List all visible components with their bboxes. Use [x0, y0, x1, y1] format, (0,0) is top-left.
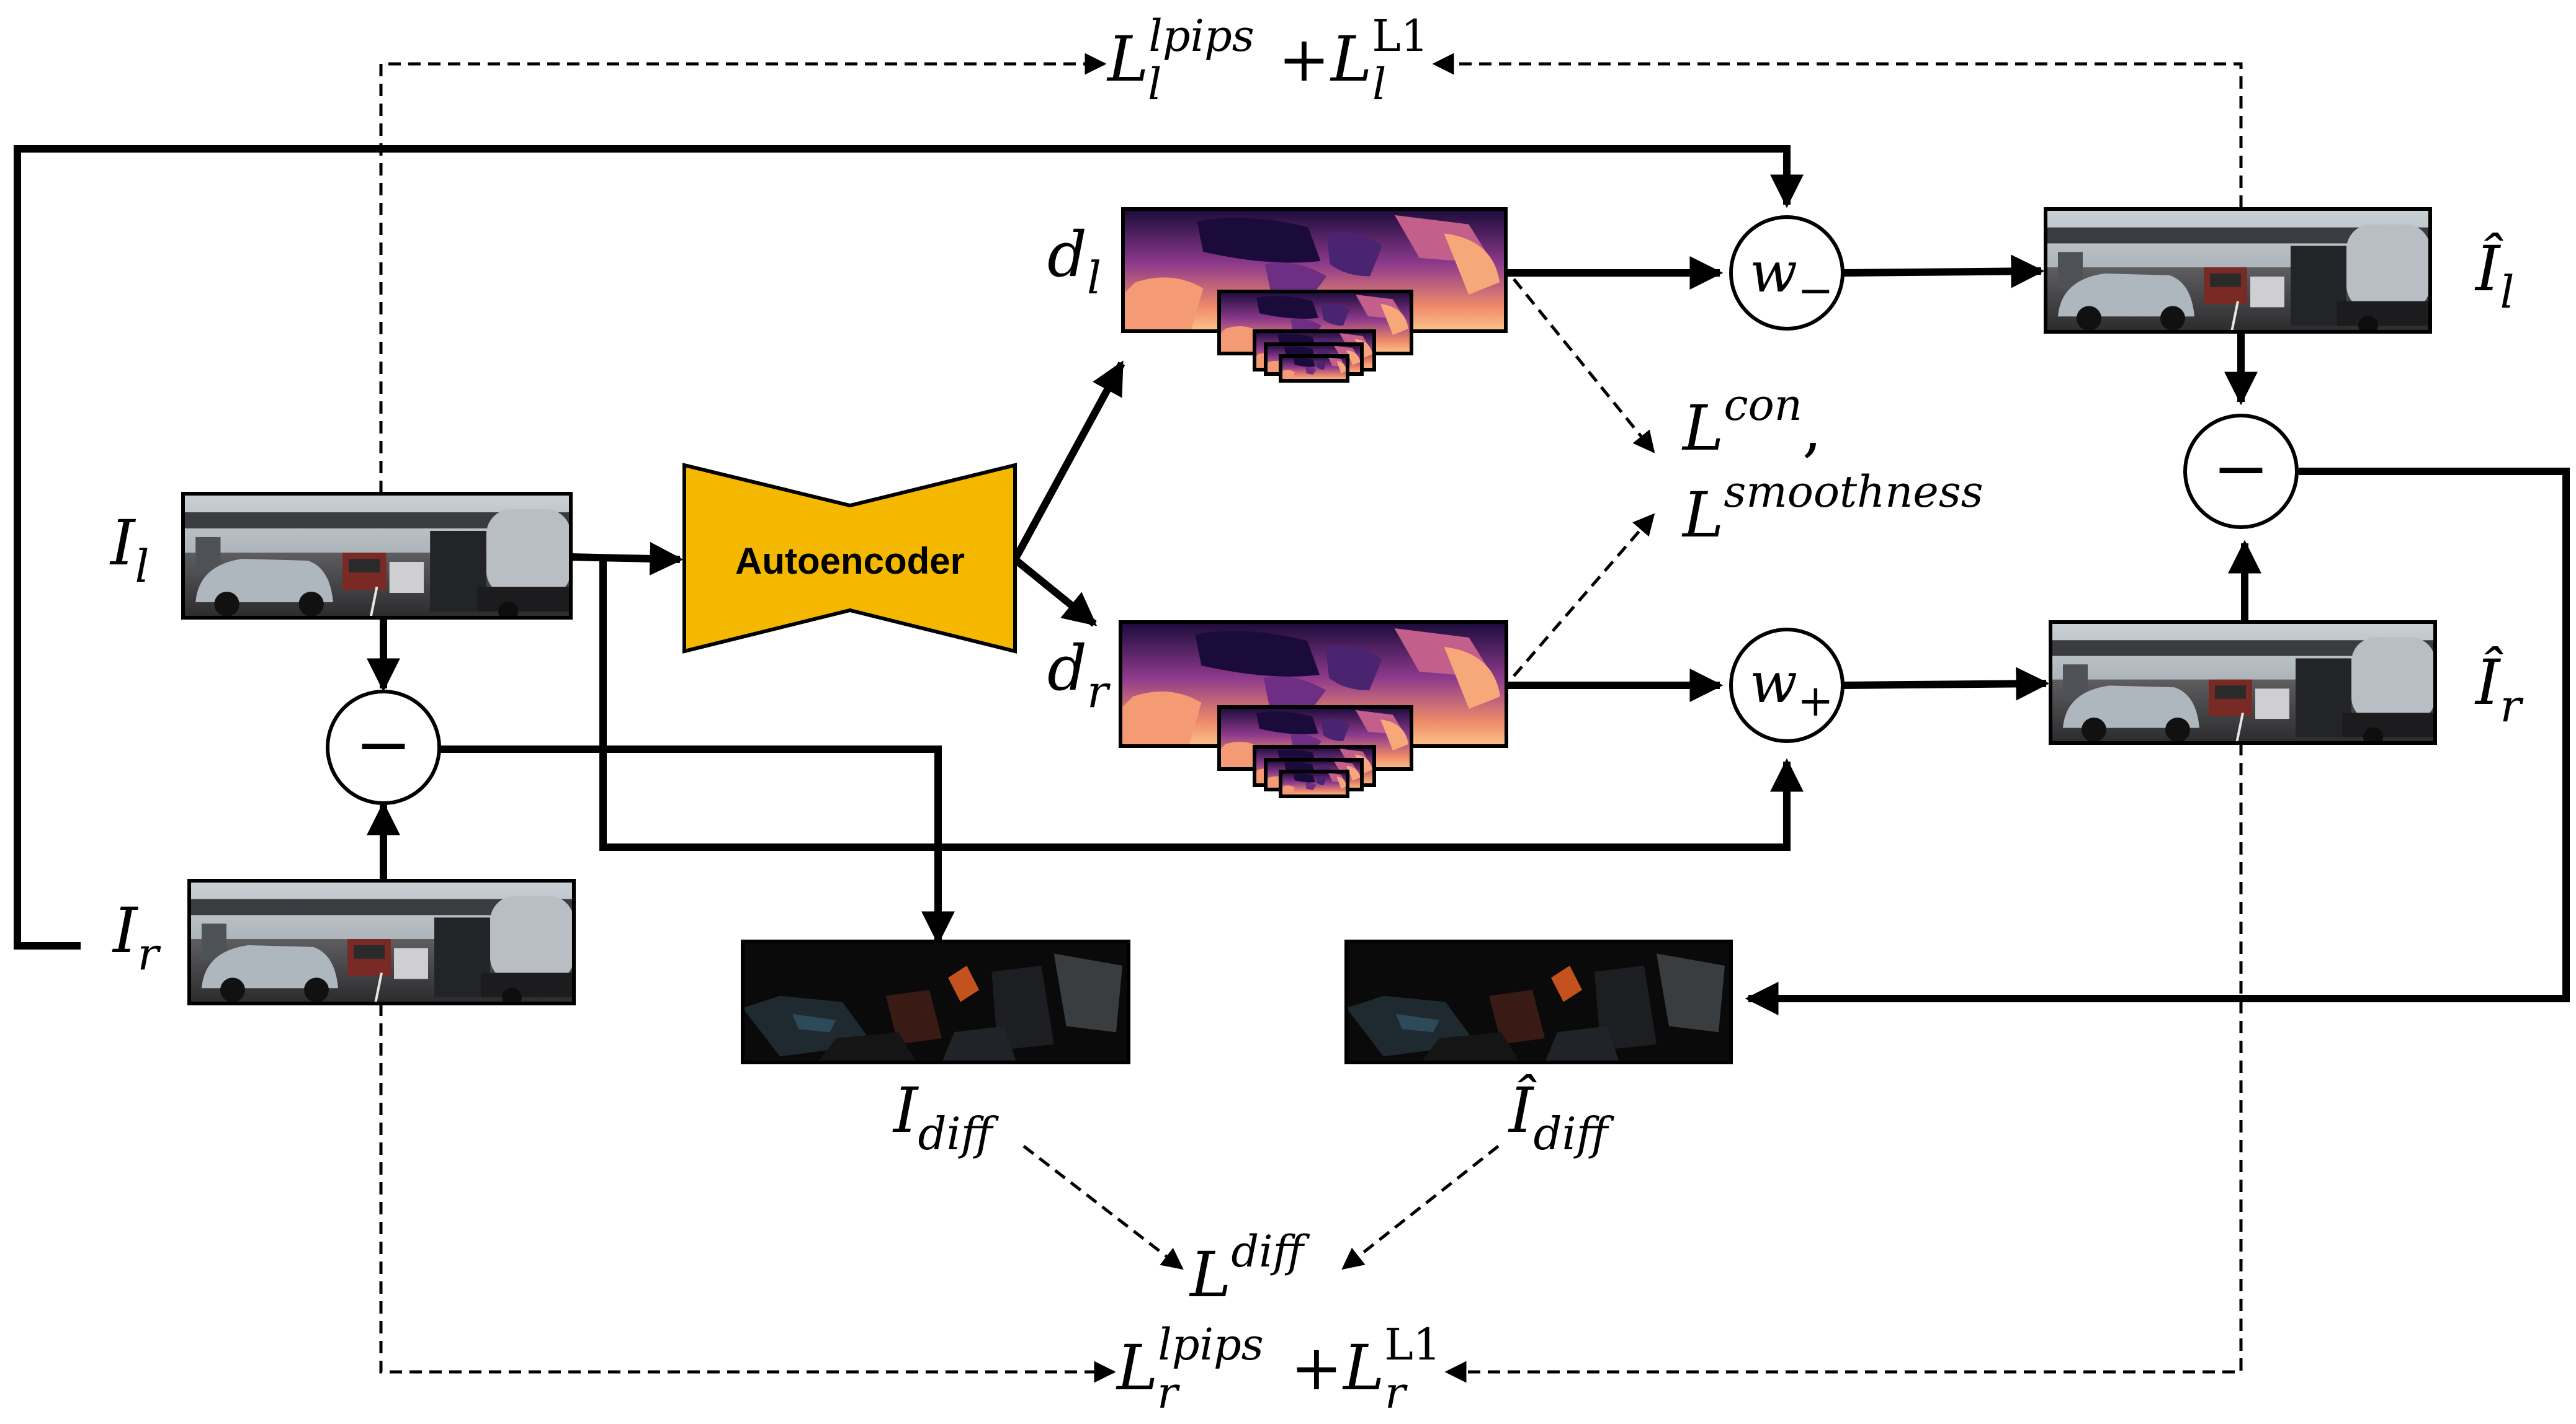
- input-difference-image: [741, 940, 1130, 1064]
- label-reconstruction-right: Îr: [2474, 646, 2524, 732]
- disparity-pyramid-right: [1217, 705, 1413, 798]
- loss-consistency: Lcon,: [1681, 380, 1822, 465]
- label-input-right: Ir: [112, 894, 161, 980]
- label-disparity-right: dr: [1047, 632, 1111, 718]
- warp-minus-node: w−: [1729, 215, 1845, 331]
- dashed-ir-to-bottom-loss: [379, 1003, 1116, 1383]
- reconstructed-image-right: [2049, 620, 2437, 745]
- dashed-irecon-to-ldiff: [1341, 1145, 1500, 1270]
- dashed-dl-to-lcon: [1513, 278, 1655, 453]
- subtract-node-left: −: [326, 690, 441, 805]
- reconstructed-image-left: [2044, 207, 2432, 334]
- warp-plus-node: w+: [1729, 628, 1845, 743]
- arrow-ir-to-wminus: [14, 145, 1804, 950]
- solid-connections: [14, 145, 2570, 1015]
- autoencoder-label: Autoencoder: [735, 540, 965, 582]
- label-input-left: Il: [109, 507, 150, 592]
- arrow-subtract-to-inputdiff: [441, 745, 955, 945]
- dashed-irhat-to-bottom-loss: [1444, 743, 2243, 1383]
- arrow-il-to-wplus: [599, 557, 1804, 851]
- warp-minus-symbol: w: [1750, 240, 1797, 305]
- loss-difference: Ldiff: [1189, 1226, 1310, 1311]
- label-reconstruction-left: Îl: [2474, 233, 2515, 318]
- warp-minus-subscript: −: [1797, 265, 1834, 316]
- arrow-subtract-to-recondiff: [1745, 468, 2570, 1015]
- disparity-pyramid-left: [1217, 290, 1413, 383]
- subtract-symbol-left: −: [355, 705, 412, 784]
- disparity-map-left: [1121, 207, 1508, 383]
- svg-text:w−: w−: [1750, 240, 1834, 316]
- arrow-wminus-to-ilhat: [1842, 254, 2045, 288]
- loss-smoothness: Lsmoothness: [1681, 466, 1983, 551]
- dashed-ilhat-to-top-loss: [1432, 53, 2243, 208]
- subtract-symbol-right: −: [2212, 429, 2270, 508]
- dashed-idiff-to-ldiff: [1022, 1145, 1184, 1270]
- autoencoder-block: Autoencoder: [682, 463, 1017, 654]
- warp-plus-symbol: w: [1750, 651, 1797, 716]
- autoencoder-hourglass-shape: [682, 463, 1017, 654]
- svg-text:w+: w+: [1750, 651, 1834, 726]
- input-image-right: [187, 879, 576, 1005]
- reconstruction-difference-image: [1344, 940, 1733, 1064]
- input-image-left: [181, 492, 573, 620]
- subtract-node-right: −: [2183, 414, 2299, 529]
- label-reconstruction-difference: Îdiff: [1508, 1074, 1615, 1160]
- dashed-connections: [379, 53, 2243, 1383]
- arrow-autoencoder-to-dl: [1011, 360, 1125, 561]
- warp-plus-subscript: +: [1797, 675, 1834, 726]
- arrow-wplus-to-irhat: [1842, 667, 2050, 701]
- label-disparity-left: dl: [1047, 218, 1101, 304]
- disparity-map-right: [1119, 620, 1508, 798]
- arrow-autoencoder-to-dr: [1013, 556, 1098, 627]
- label-input-difference: Idiff: [892, 1074, 1000, 1160]
- dashed-il-to-top-loss: [379, 53, 1107, 493]
- arrow-il-to-autoencoder: [570, 541, 684, 576]
- dashed-dr-to-lsmooth: [1513, 513, 1655, 677]
